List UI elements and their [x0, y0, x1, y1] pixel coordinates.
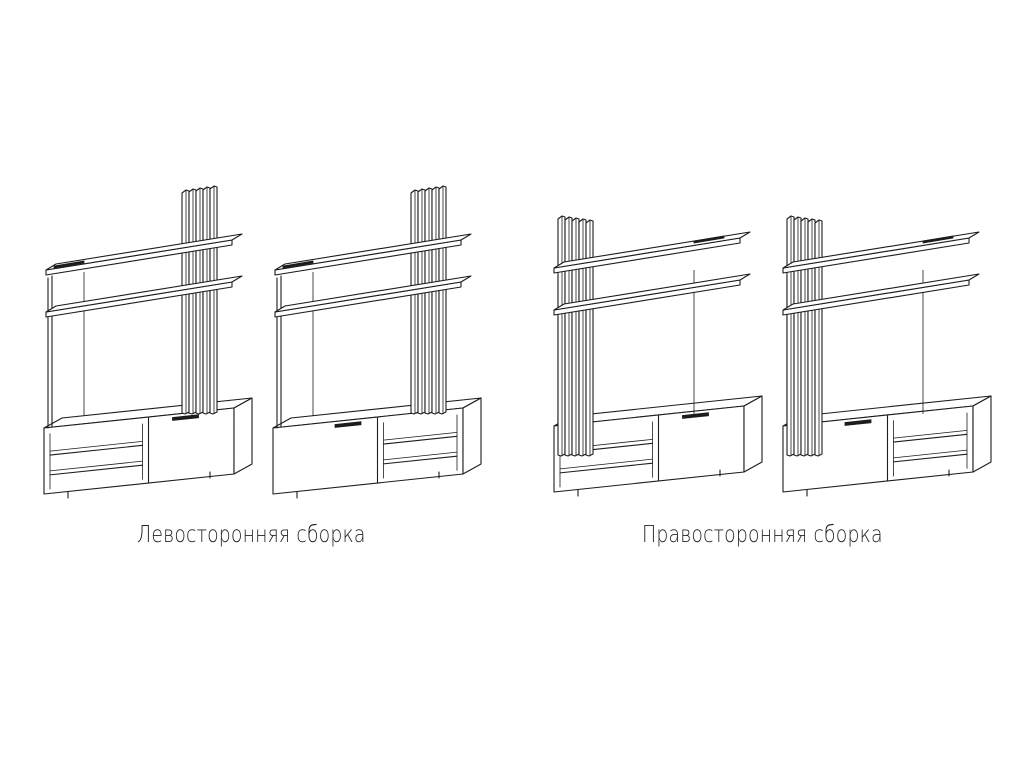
slat	[181, 189, 190, 415]
lower-shelf-top	[45, 275, 243, 313]
cabinet-side	[233, 397, 253, 475]
slat	[571, 217, 580, 457]
slat	[410, 189, 419, 415]
lower-shelf-top	[274, 275, 472, 313]
cabinet-inner-shelf	[382, 455, 458, 465]
cabinet-inner-shelf	[49, 444, 144, 456]
cabinet-side	[972, 395, 992, 473]
slat	[578, 218, 587, 457]
shelf-accent	[282, 260, 314, 269]
door-handle	[682, 412, 709, 419]
slat	[564, 216, 573, 457]
slat	[814, 219, 823, 457]
cabinet-inner-shelf-edge	[49, 460, 143, 472]
slat	[438, 185, 447, 415]
cabinet-inner-shelf-edge	[383, 451, 458, 461]
door-handle	[334, 421, 362, 428]
cabinet-inner-shelf-edge	[49, 440, 143, 452]
cabinet-inner-shelf-edge	[893, 429, 968, 439]
cabinet-side	[743, 395, 763, 473]
slat	[800, 217, 809, 457]
caption-right-assembly: Правосторонняя сборка	[642, 522, 883, 548]
slat	[786, 215, 795, 457]
upper-shelf-top	[45, 233, 243, 271]
slat	[188, 188, 197, 415]
slat	[195, 187, 204, 415]
cabinet-side	[462, 397, 482, 475]
slat	[793, 216, 802, 457]
unit-right-b	[782, 215, 992, 497]
upper-shelf-top	[274, 233, 472, 271]
lower-shelf-top	[553, 273, 751, 311]
unit-left-a	[43, 185, 253, 499]
shelf-accent	[693, 235, 725, 244]
shelf-accent	[922, 235, 954, 244]
cabinet-inner-shelf-edge	[559, 458, 653, 470]
cabinet-inner-shelf	[559, 462, 654, 474]
door-handle	[172, 414, 199, 421]
slat	[209, 185, 218, 415]
cabinet-inner-shelf	[892, 453, 968, 463]
cabinet-inner-shelf	[892, 433, 968, 443]
cabinet-inner-shelf-edge	[893, 449, 968, 459]
slat	[202, 186, 211, 415]
slat	[557, 215, 566, 457]
slat	[417, 188, 426, 415]
slat	[424, 187, 433, 415]
slat	[431, 186, 440, 415]
cabinet-inner-shelf	[49, 464, 144, 476]
cabinet-inner-shelf-edge	[383, 431, 458, 441]
shelf-accent	[53, 260, 85, 269]
cabinet-inner-shelf	[382, 435, 458, 445]
unit-right-a	[553, 215, 763, 497]
door-handle	[844, 419, 872, 426]
slat	[585, 219, 594, 457]
lower-shelf-top	[782, 273, 980, 311]
slat	[807, 218, 816, 457]
caption-left-assembly: Левосторонняя сборка	[137, 522, 366, 548]
unit-left-b	[272, 185, 482, 499]
